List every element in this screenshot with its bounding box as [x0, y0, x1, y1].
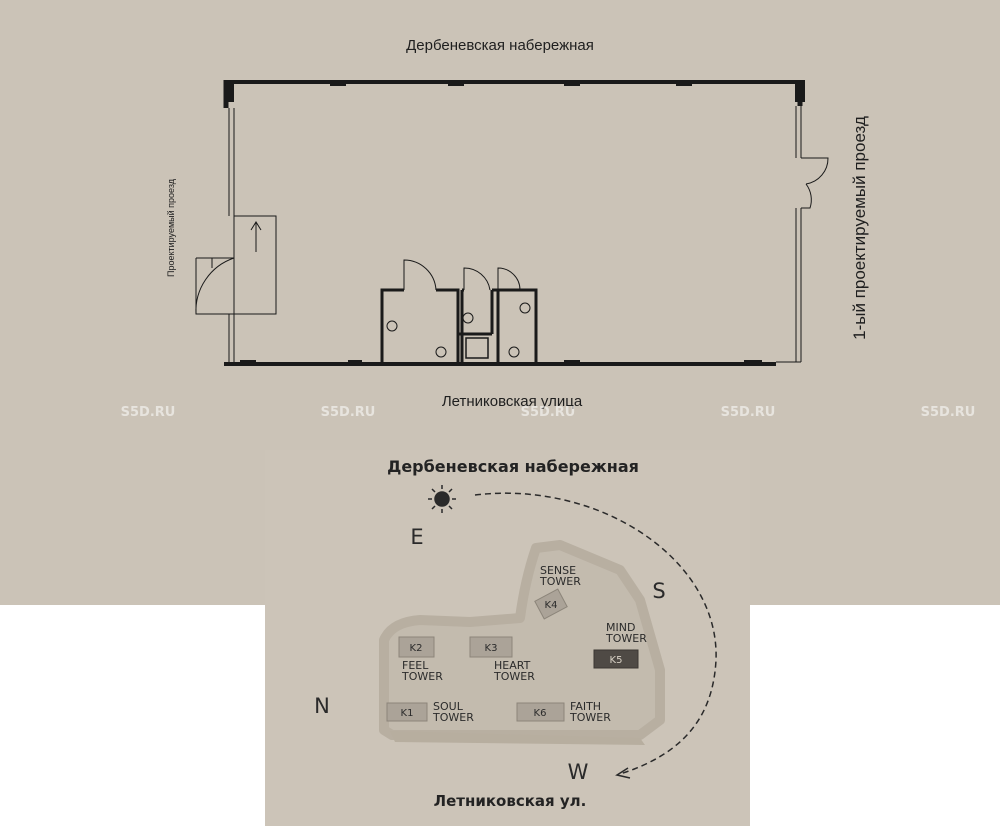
bath-door-3	[497, 267, 521, 291]
watermark-row: S5D.RU S5D.RU S5D.RU S5D.RU S5D.RU	[121, 405, 976, 420]
bath-door-2	[463, 267, 491, 291]
sitemap-street-bottom: Летниковская ул.	[434, 792, 587, 810]
tower-code: K1	[401, 708, 414, 719]
sun-icon	[428, 485, 456, 513]
tower-name: FEEL	[402, 659, 429, 672]
bathroom-walls	[380, 288, 538, 364]
tower-name: TOWER	[569, 711, 611, 724]
toilet-2	[462, 312, 474, 324]
compass-east: E	[410, 525, 423, 549]
street-label-right: 1-ый проектируемый проезд	[850, 116, 869, 340]
sitemap-street-top: Дербеневская набережная	[387, 457, 639, 476]
tower-name: TOWER	[432, 711, 474, 724]
tower-code: K2	[410, 643, 423, 654]
corner-block-tl	[224, 80, 234, 102]
tower-k1: K1 SOUL TOWER	[386, 700, 474, 724]
floor-plan	[195, 80, 829, 366]
glazing-right	[795, 106, 802, 362]
tower-k6: K6 FAITH TOWER	[516, 700, 611, 724]
compass-west: W	[568, 760, 589, 784]
tower-name: SOUL	[433, 700, 464, 713]
bath-door-1	[403, 259, 437, 291]
stair-arrow	[250, 221, 262, 252]
tower-name: SENSE	[540, 564, 576, 577]
watermark: S5D.RU	[521, 405, 576, 420]
shower-tray	[465, 337, 489, 359]
tower-k2: K2 FEEL TOWER	[398, 636, 443, 683]
tower-name: TOWER	[539, 575, 581, 588]
right-door-swing	[801, 157, 829, 209]
sun-path-arrow	[474, 492, 717, 775]
tower-name: FAITH	[570, 700, 601, 713]
tower-k5: K5 MIND TOWER	[593, 621, 647, 669]
tower-code: K3	[485, 643, 498, 654]
watermark: S5D.RU	[121, 405, 176, 420]
tower-name: HEART	[494, 659, 531, 672]
tower-name: MIND	[606, 621, 635, 634]
tower-name: TOWER	[401, 670, 443, 683]
tower-code: K6	[534, 708, 547, 719]
tower-name: TOWER	[605, 632, 647, 645]
tower-k3: K3 HEART TOWER	[469, 636, 535, 683]
street-label-left: Проектируемый проезд	[166, 178, 176, 277]
background-right-block	[750, 450, 1000, 605]
sink-1	[386, 320, 398, 332]
watermark: S5D.RU	[321, 405, 376, 420]
tower-code: K4	[545, 600, 558, 611]
sun-path-arrowhead	[615, 767, 631, 779]
tower-k4: K4 SENSE TOWER	[534, 564, 581, 620]
compass-south: S	[652, 579, 665, 603]
stair-landing	[233, 215, 277, 315]
street-label-top: Дербеневская набережная	[406, 37, 594, 54]
watermark: S5D.RU	[721, 405, 776, 420]
site-outline	[379, 540, 665, 745]
compass-north: N	[314, 694, 330, 718]
street-label-bottom: Летниковская улица	[442, 393, 583, 410]
left-door-swing	[195, 257, 235, 315]
tower-name: TOWER	[493, 670, 535, 683]
watermark: S5D.RU	[921, 405, 976, 420]
sink-3	[519, 302, 531, 314]
tower-code: K5	[610, 655, 623, 666]
toilet-3	[508, 346, 520, 358]
toilet-1	[435, 346, 447, 358]
glazing-left	[228, 108, 235, 362]
corner-block-tr	[795, 80, 805, 102]
